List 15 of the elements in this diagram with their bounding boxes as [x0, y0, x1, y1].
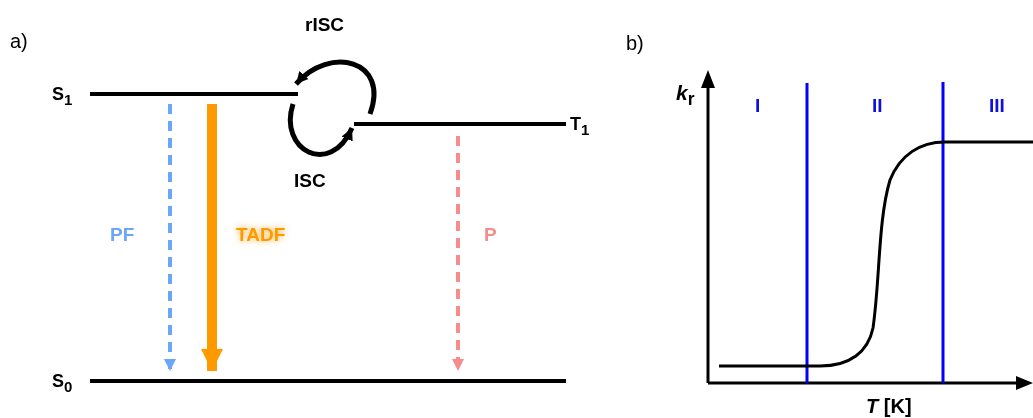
arrow — [452, 136, 464, 371]
state-label: S$_{0}$ — [52, 371, 73, 397]
panel-label: a) — [10, 30, 28, 52]
arrow — [201, 104, 223, 371]
region-label: II — [872, 95, 883, 117]
axis-label: k$_{r}$ — [676, 82, 695, 111]
state-label: T$_{1}$ — [570, 114, 590, 140]
panel-label: b) — [626, 32, 644, 54]
state-label: S$_{1}$ — [52, 84, 73, 110]
region-label: III — [989, 95, 1005, 117]
arrow — [164, 104, 176, 371]
axis-label: T [K] — [866, 395, 912, 417]
region-label: I — [755, 95, 761, 117]
arrow — [288, 103, 355, 157]
arrow — [294, 59, 377, 115]
